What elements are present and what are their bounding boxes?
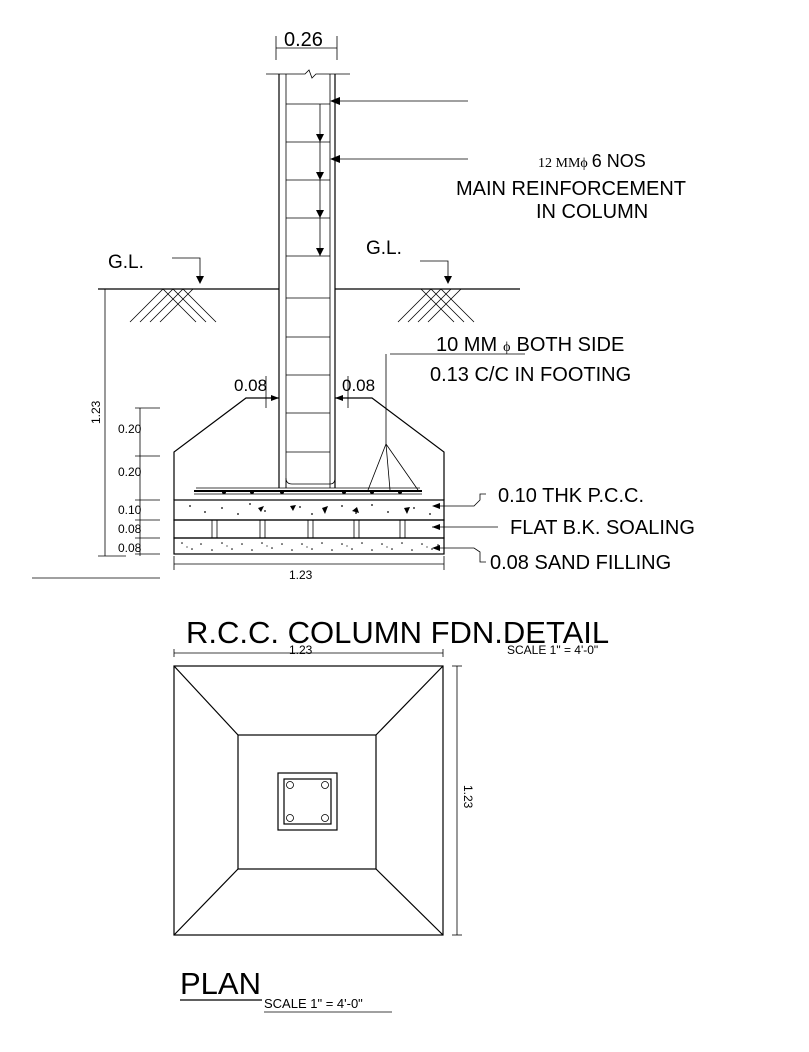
- footing-width-dimension: [173, 556, 445, 570]
- ground-level-left: G.L.: [98, 252, 279, 323]
- total-depth-label: 1.23: [89, 400, 103, 424]
- pcc-note: 0.10 THK P.C.C.: [498, 485, 644, 507]
- sand-note: 0.08 SAND FILLING: [490, 552, 671, 574]
- plan-height-label: 1.23: [461, 785, 475, 809]
- svg-text:G.L.: G.L.: [366, 238, 402, 259]
- plan-view: [173, 649, 462, 936]
- layer-label-5: 0.08: [118, 541, 142, 555]
- ground-level-right: G.L.: [335, 238, 520, 323]
- plan-title: PLAN: [180, 966, 261, 1001]
- footing-bar-note-line2: 0.13 C/C IN FOOTING: [430, 364, 631, 386]
- pcc-layer: [173, 499, 445, 521]
- svg-text:0.08: 0.08: [234, 376, 267, 395]
- svg-text:0.08: 0.08: [342, 376, 375, 395]
- plan-scale: SCALE 1" = 4'-0": [264, 996, 363, 1011]
- vertical-dimensions: [32, 289, 160, 579]
- footing-width-label: 1.23: [289, 568, 313, 582]
- column: [266, 69, 350, 488]
- layer-label-4: 0.08: [118, 522, 142, 536]
- reinforcement-note-line3: IN COLUMN: [536, 201, 648, 223]
- footing-bar-leader: [367, 353, 525, 491]
- layer-label-3: 0.10: [118, 503, 142, 517]
- soling-note: FLAT B.K. SOALING: [510, 517, 695, 539]
- brick-soling-layer: [173, 519, 445, 539]
- section-title: R.C.C. COLUMN FDN.DETAIL: [186, 615, 609, 650]
- layer-label-2: 0.20: [118, 465, 142, 479]
- reinforcement-leaders: [330, 97, 468, 163]
- column-width-dimension: 0.26: [275, 29, 338, 60]
- svg-text:G.L.: G.L.: [108, 252, 144, 273]
- section-scale: SCALE 1" = 4'-0": [507, 643, 598, 657]
- svg-text:0.26: 0.26: [284, 29, 323, 51]
- layer-note-leaders: [432, 493, 498, 563]
- layer-label-1: 0.20: [118, 422, 142, 436]
- offset-dimensions: 0.08 0.08: [234, 376, 375, 408]
- reinforcement-note-line2: MAIN REINFORCEMENT: [456, 178, 686, 200]
- plan-width-label: 1.23: [289, 643, 313, 657]
- column-stirrups: [286, 103, 330, 453]
- sand-layer: [173, 537, 445, 555]
